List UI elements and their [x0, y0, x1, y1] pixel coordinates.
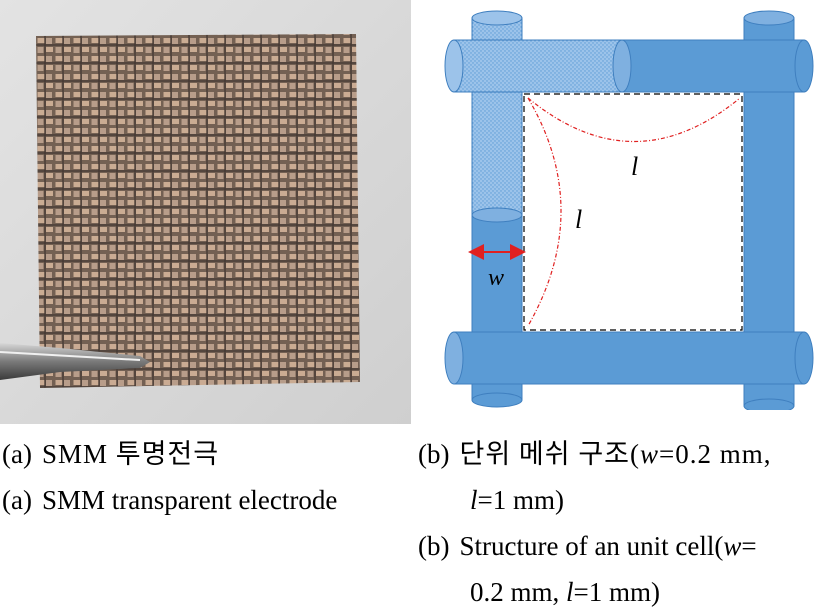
caption-var-l: l [566, 577, 574, 607]
label-l-top: l [631, 152, 638, 181]
caption-text: =1 mm) [573, 577, 661, 607]
top-horizontal-rod [444, 39, 814, 93]
label-l-left: l [575, 205, 582, 234]
smm-mesh-photo [0, 0, 411, 424]
caption-text: Structure of an unit cell( [459, 531, 724, 561]
mesh-sheet [36, 34, 360, 388]
caption-b-english: (b) Structure of an unit cell(w= [418, 530, 757, 562]
caption-label: (a) [2, 485, 32, 515]
tweezers [0, 343, 150, 380]
caption-a-english: (a) SMM transparent electrode [2, 484, 337, 516]
arc-l-top [527, 97, 741, 143]
caption-text: 단위 메쉬 구조( [459, 439, 641, 469]
caption-label: (b) [418, 439, 450, 469]
caption-b-korean-line2: l=1 mm) [470, 484, 564, 516]
caption-b-english-line2: 0.2 mm, l=1 mm) [470, 576, 660, 608]
caption-text: SMM 투명전극 [41, 439, 220, 469]
caption-text: SMM transparent electrode [41, 485, 338, 515]
unit-cell-diagram: w l l [444, 10, 814, 410]
caption-label: (a) [2, 439, 32, 469]
caption-var-l: l [470, 485, 478, 515]
caption-text: 0.2 mm, [470, 577, 567, 607]
caption-var-w: w [640, 439, 660, 469]
caption-var-w: w [723, 531, 742, 561]
label-w: w [488, 265, 504, 291]
unit-cell-outline [523, 93, 743, 331]
caption-label: (b) [418, 531, 450, 561]
caption-text: =1 mm) [477, 485, 564, 515]
arc-l-left [527, 97, 562, 327]
caption-b-korean: (b) 단위 메쉬 구조(w=0.2 mm, [418, 438, 772, 470]
bottom-horizontal-rod [444, 331, 814, 385]
caption-text: = [741, 531, 757, 561]
caption-text: =0.2 mm, [659, 439, 772, 469]
caption-a-korean: (a) SMM 투명전극 [2, 438, 219, 470]
